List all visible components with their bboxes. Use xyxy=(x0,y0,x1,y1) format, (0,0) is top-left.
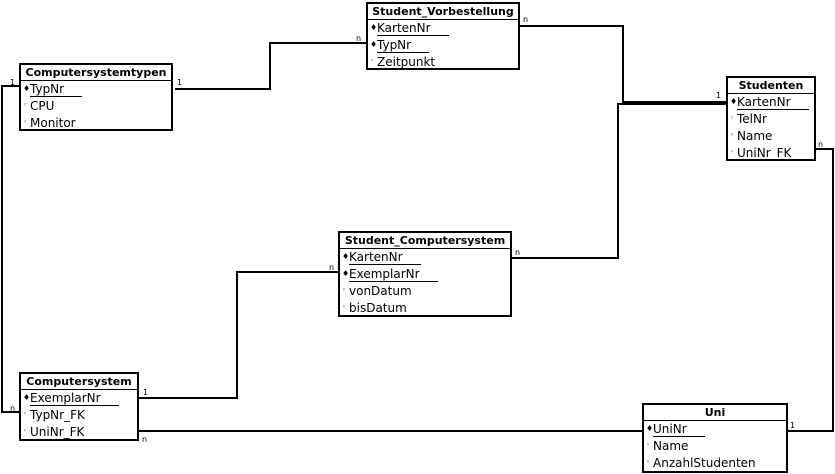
entity-computersystemtypen[interactable]: Computersystemtypen ♦TypNr◦CPU◦Monitor xyxy=(19,63,173,131)
attribute: ◦vonDatum xyxy=(340,283,510,300)
cardinality-label: n xyxy=(329,263,335,272)
attribute-name: TypNr xyxy=(30,82,83,97)
key-diamond-icon: ♦ xyxy=(23,393,31,402)
attribute-name: CPU xyxy=(30,99,55,113)
entity-title: Studenten xyxy=(728,78,814,94)
attribute-name: bisDatum xyxy=(349,301,407,315)
key-diamond-icon: ♦ xyxy=(370,40,378,49)
attribute: ◦Name xyxy=(644,438,786,455)
edge-computersystem-sc xyxy=(138,271,339,399)
attribute-name: KartenNr xyxy=(737,95,809,110)
attribute-circle-icon: ◦ xyxy=(342,303,347,311)
entity-title: Computersystem xyxy=(21,374,137,390)
entity-title: Uni xyxy=(644,405,786,421)
entity-title: Computersystemtypen xyxy=(21,65,171,81)
primary-key-attribute: ♦TypNr xyxy=(21,81,171,98)
attribute-circle-icon: ◦ xyxy=(730,148,735,156)
attribute: ◦Monitor xyxy=(21,115,171,132)
attribute-name: KartenNr xyxy=(349,250,421,265)
primary-key-attribute: ♦KartenNr xyxy=(340,249,510,266)
entity-studenten[interactable]: Studenten ♦KartenNr◦TelNr◦Name◦UniNr_FK xyxy=(726,76,816,161)
attribute: ◦UniNr_FK xyxy=(728,145,814,162)
attribute: ◦TypNr_FK xyxy=(21,407,137,424)
primary-key-attribute: ♦ExemplarNr xyxy=(340,266,510,283)
cardinality-label: n xyxy=(142,435,148,444)
attribute-name: Monitor xyxy=(30,116,76,130)
attribute-circle-icon: ◦ xyxy=(646,458,651,466)
entity-student-computersystem[interactable]: Student_Computersystem ♦KartenNr♦Exempla… xyxy=(338,231,512,317)
cardinality-label: 1 xyxy=(177,78,183,87)
edge-vorbestellung-studenten xyxy=(519,25,727,103)
attribute: ◦Zeitpunkt xyxy=(368,54,518,71)
primary-key-attribute: ♦KartenNr xyxy=(368,20,518,37)
key-diamond-icon: ♦ xyxy=(342,269,350,278)
cardinality-label: n xyxy=(10,404,16,413)
edge-typen-vorbestellung xyxy=(175,42,367,90)
attribute-circle-icon: ◦ xyxy=(23,410,28,418)
entity-title: Student_Computersystem xyxy=(340,233,510,249)
cardinality-label: n xyxy=(818,140,824,149)
attribute-name: ExemplarNr xyxy=(30,391,119,406)
attribute-name: KartenNr xyxy=(377,21,449,36)
entity-student-vorbestellung[interactable]: Student_Vorbestellung ♦KartenNr♦TypNr◦Ze… xyxy=(366,2,520,70)
cardinality-label: 1 xyxy=(143,388,149,397)
cardinality-label: 1 xyxy=(10,78,16,87)
attribute-name: Zeitpunkt xyxy=(377,55,436,69)
attribute-circle-icon: ◦ xyxy=(342,286,347,294)
attribute-name: ExemplarNr xyxy=(349,267,438,282)
entity-title: Student_Vorbestellung xyxy=(368,4,518,20)
primary-key-attribute: ♦ExemplarNr xyxy=(21,390,137,407)
primary-key-attribute: ♦TypNr xyxy=(368,37,518,54)
cardinality-label: 1 xyxy=(716,91,722,100)
cardinality-label: 1 xyxy=(790,421,796,430)
key-diamond-icon: ♦ xyxy=(730,97,738,106)
attribute-name: UniNr_FK xyxy=(737,146,792,160)
attribute: ◦Name xyxy=(728,128,814,145)
primary-key-attribute: ♦UniNr xyxy=(644,421,786,438)
attribute: ◦CPU xyxy=(21,98,171,115)
attribute-circle-icon: ◦ xyxy=(730,114,735,122)
key-diamond-icon: ♦ xyxy=(342,252,350,261)
cardinality-label: n xyxy=(515,248,521,257)
attribute-name: UniNr xyxy=(653,422,705,437)
attribute-name: TelNr xyxy=(737,112,767,126)
attribute: ◦TelNr xyxy=(728,111,814,128)
attribute: ◦UniNr_FK xyxy=(21,424,137,441)
edge-sc-studenten xyxy=(511,103,727,259)
primary-key-attribute: ♦KartenNr xyxy=(728,94,814,111)
attribute-name: AnzahlStudenten xyxy=(653,456,756,470)
key-diamond-icon: ♦ xyxy=(23,84,31,93)
key-diamond-icon: ♦ xyxy=(370,23,378,32)
attribute: ◦AnzahlStudenten xyxy=(644,455,786,472)
entity-computersystem[interactable]: Computersystem ♦ExemplarNr◦TypNr_FK◦UniN… xyxy=(19,372,139,441)
attribute-name: TypNr xyxy=(377,38,430,53)
attribute-name: vonDatum xyxy=(349,284,412,298)
attribute-name: UniNr_FK xyxy=(30,425,85,439)
edge-studenten-uni xyxy=(787,148,834,432)
key-diamond-icon: ♦ xyxy=(646,424,654,433)
cardinality-label: n xyxy=(523,15,529,24)
edge-typen-computersystem xyxy=(1,85,20,413)
attribute-circle-icon: ◦ xyxy=(730,131,735,139)
attribute-circle-icon: ◦ xyxy=(370,57,375,65)
attribute-circle-icon: ◦ xyxy=(23,427,28,435)
attribute-circle-icon: ◦ xyxy=(23,118,28,126)
attribute-name: Name xyxy=(737,129,773,143)
entity-uni[interactable]: Uni ♦UniNr◦Name◦AnzahlStudenten xyxy=(642,403,788,473)
attribute-name: TypNr_FK xyxy=(30,408,85,422)
attribute-circle-icon: ◦ xyxy=(646,441,651,449)
cardinality-label: n xyxy=(356,34,362,43)
attribute-circle-icon: ◦ xyxy=(23,101,28,109)
attribute: ◦bisDatum xyxy=(340,300,510,317)
attribute-name: Name xyxy=(653,439,689,453)
